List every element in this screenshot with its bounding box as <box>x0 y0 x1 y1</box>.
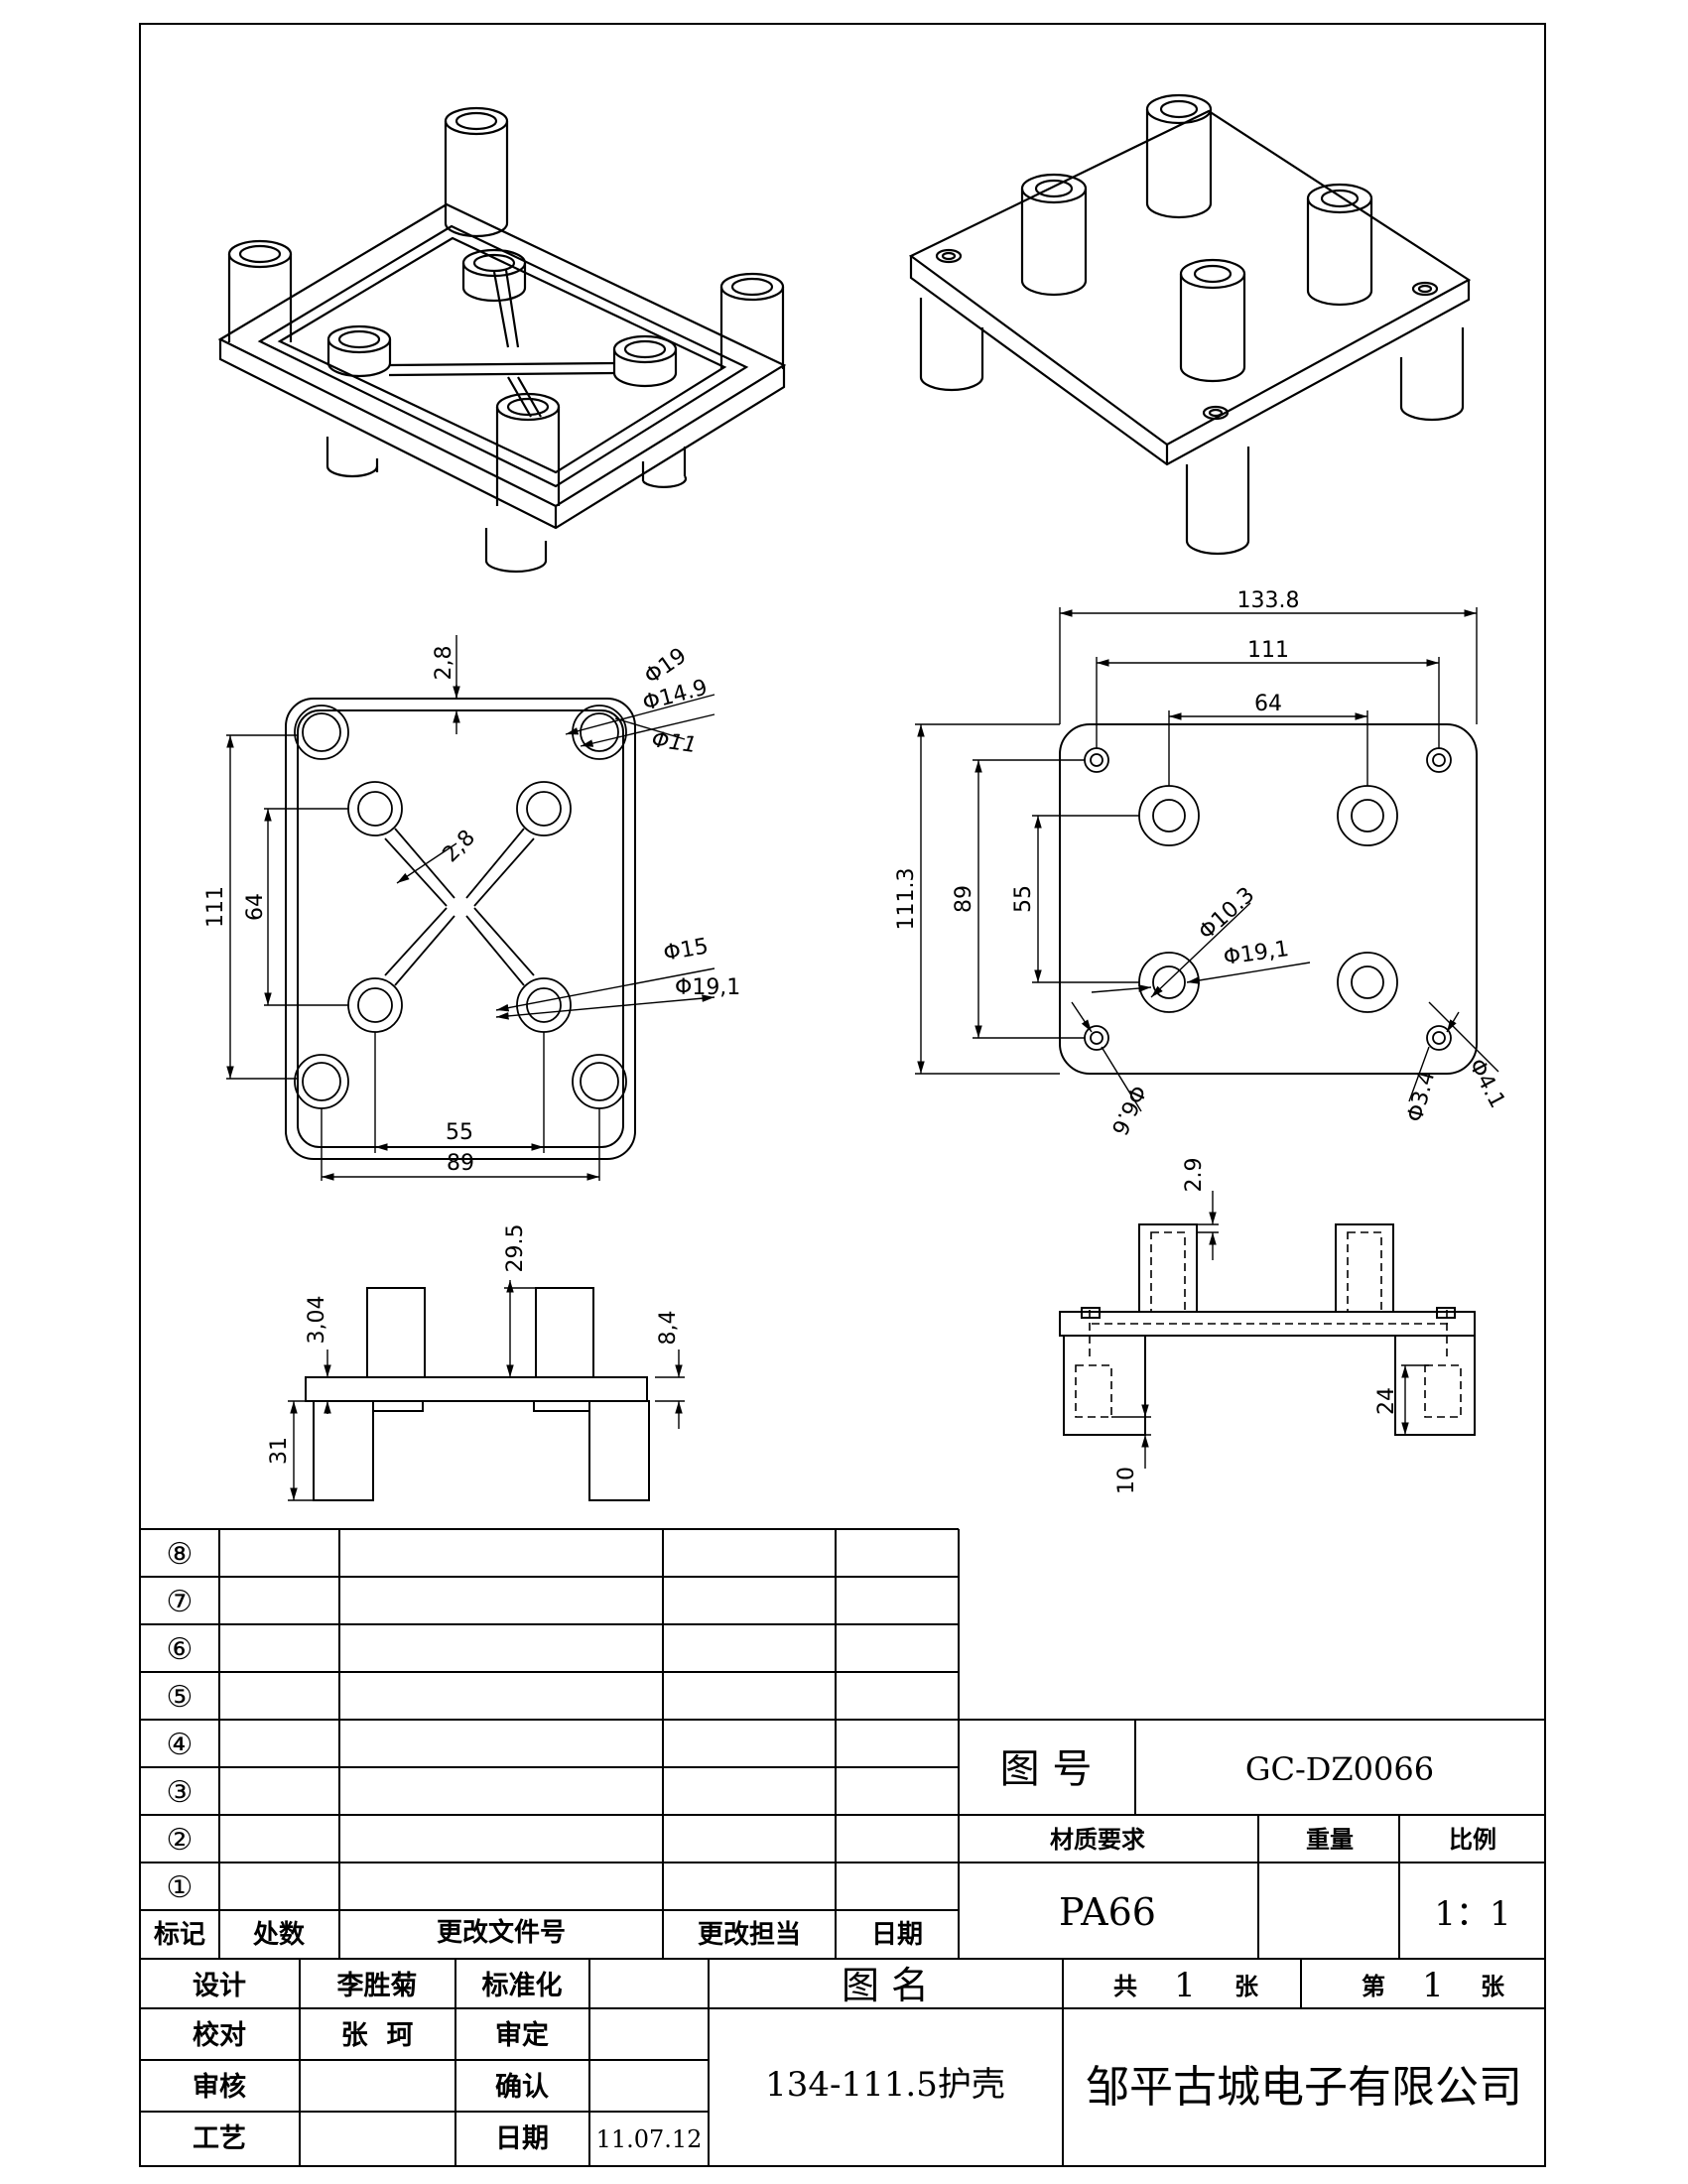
dim-height-55: 55 <box>1011 885 1036 913</box>
sheet-number-value: 1 <box>1422 1966 1444 2005</box>
total-sheets-label: 共 <box>1113 1973 1137 2000</box>
dim-height-24: 24 <box>1374 1387 1399 1415</box>
dim-wall-thickness: 2,8 <box>432 646 456 681</box>
dim-dia-11: Φ11 <box>650 727 698 758</box>
revision-mark-7: ⑦ <box>167 1585 194 1619</box>
material-value: PA66 <box>1059 1890 1156 1934</box>
dim-dia-6-6: Φ6.6 <box>1105 1081 1150 1138</box>
dim-width-64: 64 <box>1254 692 1282 716</box>
dim-height-111: 111 <box>203 886 228 928</box>
role-design-label: 设计 <box>193 1971 246 2001</box>
revision-mark-6: ⑥ <box>167 1632 194 1667</box>
top-plan-view <box>226 635 715 1181</box>
role-check-value: 张 珂 <box>341 2020 414 2051</box>
part-name: 134-111.5护壳 <box>765 2065 1005 2105</box>
title-block-lower-text: 设计 校对 审核 工艺 李胜菊 张 珂 标准化 审定 确认 日期 11.07.1… <box>193 1964 1522 2154</box>
drawing-number: GC-DZ0066 <box>1245 1750 1434 1788</box>
scale-value: 1：1 <box>1434 1894 1510 1934</box>
dim-width-111: 111 <box>1247 638 1289 663</box>
revision-mark-8: ⑧ <box>167 1537 194 1572</box>
material-label: 材质要求 <box>1050 1826 1145 1854</box>
section-view <box>1059 1191 1476 1469</box>
scale-label: 比例 <box>1449 1826 1496 1854</box>
approval-date-label: 日期 <box>495 2123 549 2154</box>
total-sheets-unit: 张 <box>1234 1973 1259 2000</box>
approval-standard-label: 标准化 <box>482 1971 563 2001</box>
revision-mark-1: ① <box>167 1870 194 1905</box>
title-block-upper <box>959 1719 1545 1959</box>
role-check-label: 校对 <box>193 2019 246 2051</box>
title-block-upper-text: 图 号 GC-DZ0066 材质要求 重量 比例 PA66 1：1 <box>1000 1746 1511 1934</box>
section-view-dimensions: 2.9 24 10 <box>1114 1158 1399 1495</box>
dim-width-133-8: 133.8 <box>1237 588 1300 613</box>
approval-date-value: 11.07.12 <box>596 2125 703 2153</box>
dim-height-3-04: 3,04 <box>305 1296 329 1345</box>
approval-confirm-label: 确认 <box>495 2071 549 2103</box>
revision-table <box>140 1528 960 1959</box>
side-view <box>288 1280 685 1501</box>
header-mark: 标记 <box>154 1920 205 1950</box>
bottom-plan-dimensions: 133.8 111 64 111.3 89 55 Φ10.3 Φ19,1 Φ6.… <box>894 588 1509 1138</box>
dim-dia-19-1: Φ19,1 <box>675 975 740 1000</box>
dim-height-2-9: 2.9 <box>1182 1158 1207 1193</box>
dim-height-10: 10 <box>1114 1467 1139 1494</box>
revision-mark-5: ⑤ <box>167 1680 194 1715</box>
revision-row-marks: ⑧ ⑦ ⑥ ⑤ ④ ③ ② ① <box>167 1537 194 1905</box>
header-change-doc: 更改文件号 <box>437 1917 566 1948</box>
dim-height-64: 64 <box>243 893 268 921</box>
dim-dia-15: Φ15 <box>662 934 711 965</box>
dim-height-31: 31 <box>267 1437 292 1465</box>
dim-width-55: 55 <box>446 1120 473 1145</box>
approval-finalize-label: 审定 <box>495 2019 549 2051</box>
drawing-number-label: 图 号 <box>1000 1746 1093 1792</box>
isometric-view-top <box>217 106 787 574</box>
dim-width-89: 89 <box>447 1151 474 1176</box>
role-process-label: 工艺 <box>193 2123 246 2154</box>
revision-mark-2: ② <box>167 1823 194 1858</box>
bottom-plan-view <box>915 607 1499 1112</box>
header-change-owner: 更改担当 <box>698 1919 801 1950</box>
sheet-number-unit: 张 <box>1481 1973 1505 2000</box>
revision-mark-3: ③ <box>167 1775 194 1810</box>
role-review-label: 审核 <box>193 2071 246 2103</box>
dim-dia-10-3: Φ10.3 <box>1194 883 1259 946</box>
company-name: 邹平古城电子有限公司 <box>1086 2062 1522 2113</box>
dim-height-29-5: 29.5 <box>503 1224 528 1273</box>
revision-mark-4: ④ <box>167 1728 194 1762</box>
sheet-number-label: 第 <box>1362 1973 1385 2000</box>
title-block-lower <box>140 1958 1545 2166</box>
role-design-value: 李胜菊 <box>336 1971 418 2001</box>
dim-height-89: 89 <box>952 885 976 913</box>
dim-dia-4-1: Φ4.1 <box>1464 1055 1510 1112</box>
weight-label: 重量 <box>1306 1826 1354 1854</box>
dim-dia-19-1-b: Φ19,1 <box>1222 937 1290 970</box>
drawing-name-label: 图 名 <box>842 1964 929 2007</box>
header-count: 处数 <box>252 1920 306 1950</box>
side-view-dimensions: 29.5 3,04 8,4 31 <box>267 1224 681 1465</box>
header-date: 日期 <box>871 1920 923 1950</box>
dim-dia-3-4: Φ3.4 <box>1403 1069 1441 1125</box>
dim-height-8-4: 8,4 <box>656 1311 681 1346</box>
revision-headers: 标记 处数 更改文件号 更改担当 日期 <box>154 1917 923 1950</box>
isometric-view-bottom <box>908 93 1472 556</box>
total-sheets-value: 1 <box>1174 1966 1196 2005</box>
dim-height-111-3: 111.3 <box>894 868 919 931</box>
top-plan-dimensions: 2,8 Φ19 Φ14.9 Φ11 2,8 Φ15 Φ19,1 111 64 5… <box>203 643 740 1176</box>
sheet-frame <box>139 23 1546 2167</box>
dim-rib-thickness: 2,8 <box>439 826 480 867</box>
